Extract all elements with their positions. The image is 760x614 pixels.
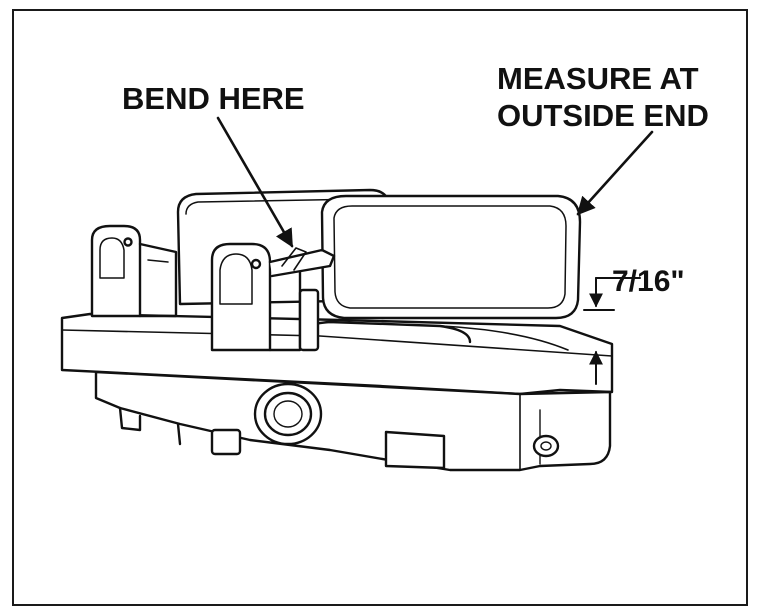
bend-here-leader <box>216 116 294 248</box>
boss-left <box>210 428 242 456</box>
float-arm <box>268 247 336 278</box>
bend-here-label: BEND HERE <box>122 81 305 116</box>
boss-right <box>384 430 446 470</box>
measure-label-line-2: OUTSIDE END <box>497 98 709 133</box>
measure-leader <box>576 130 654 216</box>
dimension-label: 7/16" <box>612 265 685 298</box>
left-hinge-bracket <box>90 224 178 318</box>
front-float <box>320 194 582 320</box>
inlet-fitting <box>253 382 323 446</box>
side-lug <box>532 434 560 458</box>
dimension-marks <box>583 277 641 385</box>
measure-at-outside-end-label: MEASURE AT OUTSIDE END <box>497 60 709 134</box>
measure-label-line-1: MEASURE AT <box>497 61 699 96</box>
